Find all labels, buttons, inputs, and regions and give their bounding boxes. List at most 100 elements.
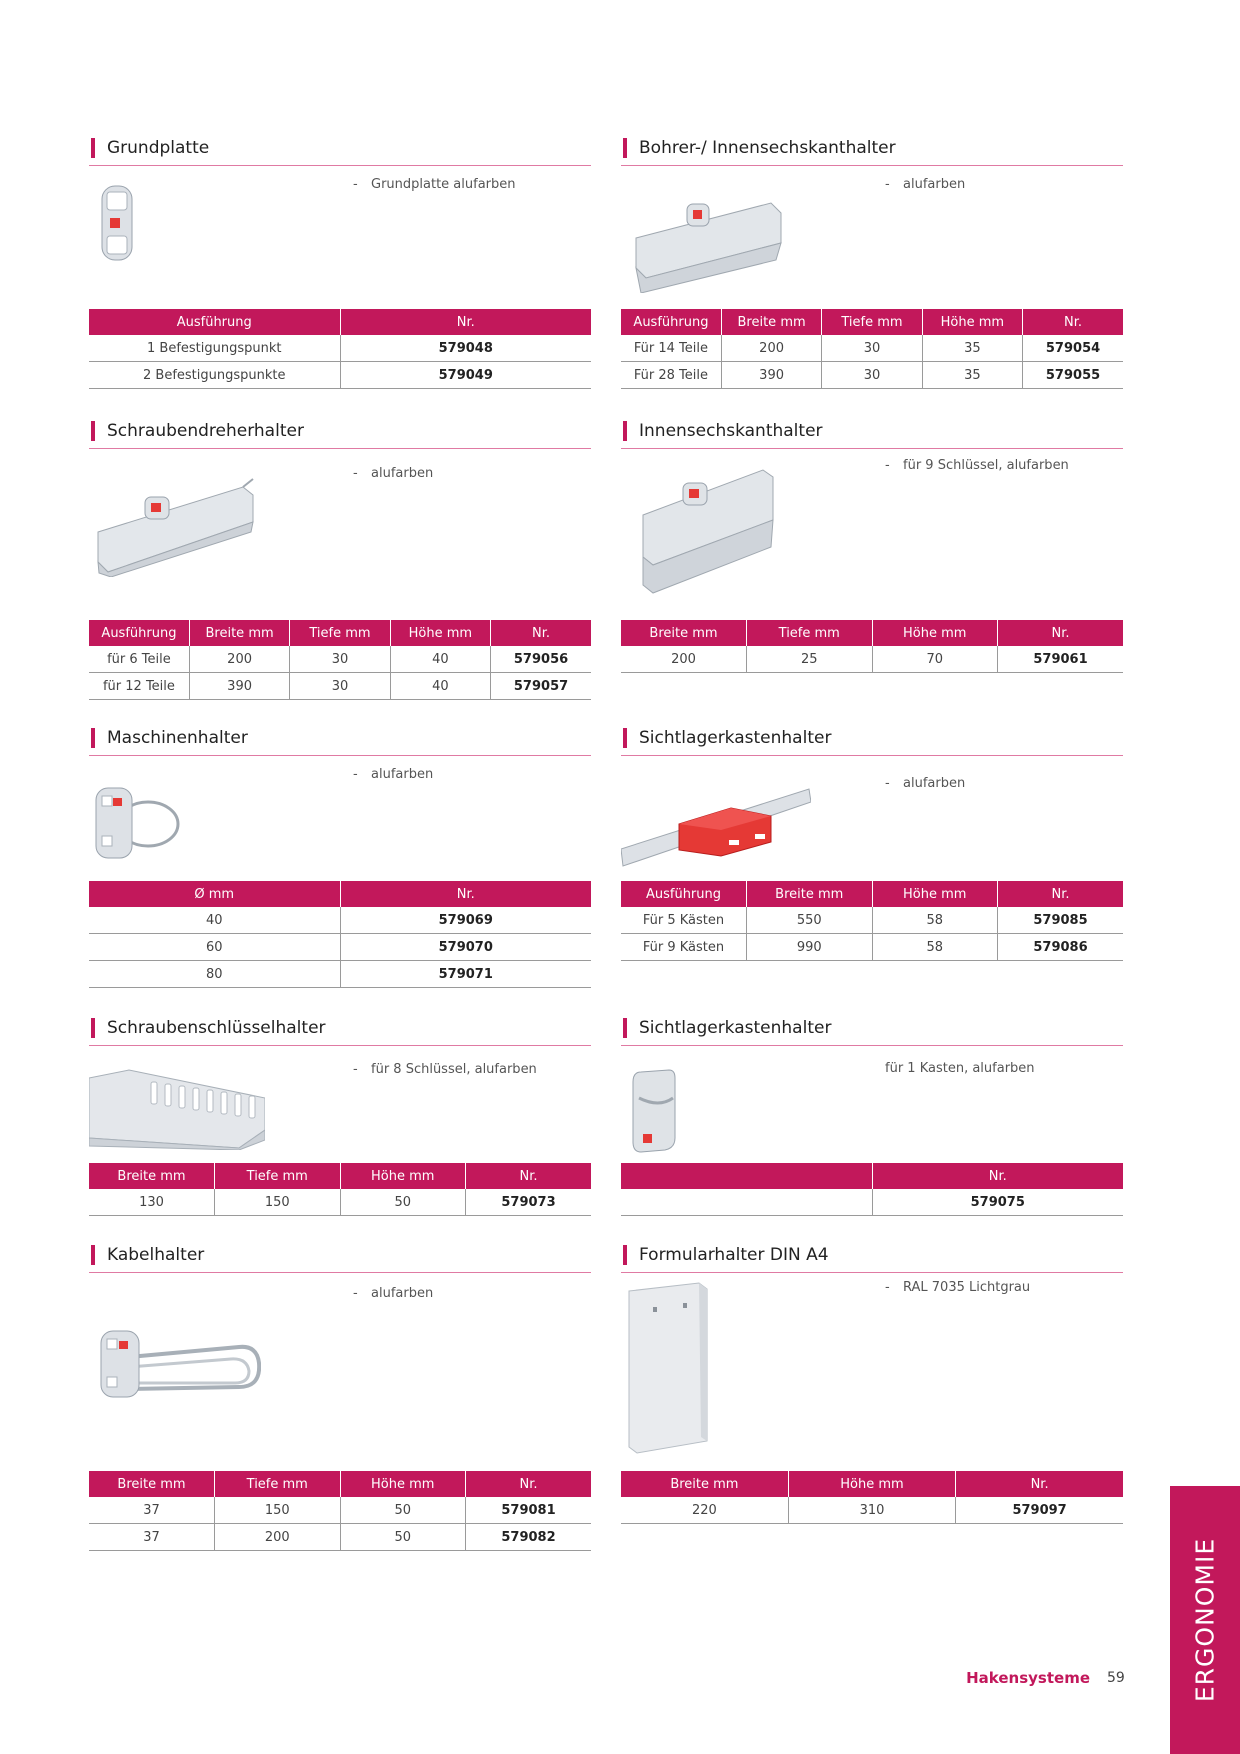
- column-header: Breite mm: [89, 1471, 215, 1497]
- table-row: 37 150 50 579081: [89, 1497, 591, 1524]
- column-header: Nr.: [490, 620, 591, 646]
- footer-chapter-label: Hakensysteme: [966, 1669, 1090, 1687]
- column-header: Nr.: [340, 309, 591, 335]
- table-header-row: Ausführung Breite mm Höhe mm Nr.: [621, 881, 1123, 907]
- section-title: Sichtlagerkastenhalter: [621, 728, 1123, 756]
- section-description: für 1 Kasten, alufarben: [885, 1061, 1035, 1076]
- table-cell: 58: [872, 933, 998, 961]
- table-header-row: Breite mm Höhe mm Nr.: [621, 1471, 1123, 1497]
- table-row: Für 14 Teile 200 30 35 579054: [621, 335, 1123, 362]
- column-header: Ø mm: [89, 881, 341, 907]
- column-header: Tiefe mm: [746, 620, 873, 646]
- column-header: Ausführung: [621, 309, 722, 335]
- table-cell: 37: [89, 1497, 215, 1524]
- table-cell: 150: [214, 1189, 341, 1216]
- chapter-side-tab-label: ERGONOMIE: [1190, 1537, 1220, 1703]
- column-header: Nr.: [1022, 309, 1123, 335]
- table-header-row: Nr.: [621, 1163, 1123, 1189]
- table-header-row: Breite mm Tiefe mm Höhe mm Nr.: [89, 1471, 591, 1497]
- table-cell: 390: [189, 672, 291, 700]
- table-row: 579075: [621, 1189, 1123, 1216]
- table-row: für 12 Teile 390 30 40 579057: [89, 672, 591, 700]
- table-row: 80 579071: [89, 960, 591, 988]
- table-cell: 50: [340, 1189, 466, 1216]
- section-title: Bohrer-/ Innensechskanthalter: [621, 138, 1123, 166]
- article-number: 579082: [465, 1523, 591, 1551]
- table-cell: 200: [721, 335, 823, 362]
- article-number: 579069: [340, 907, 591, 934]
- table-cell: 30: [289, 646, 391, 673]
- column-header: Nr.: [465, 1471, 591, 1497]
- column-header: Breite mm: [746, 881, 873, 907]
- table-cell: 50: [340, 1497, 466, 1524]
- product-image: [632, 1069, 676, 1153]
- product-image: [628, 1282, 708, 1454]
- table-cell: 60: [89, 933, 341, 961]
- table-cell: 310: [788, 1497, 957, 1524]
- spec-table: Ausführung Nr. 1 Befestigungspunkt 57904…: [89, 309, 591, 389]
- section-description: -für 9 Schlüssel, alufarben: [885, 458, 1069, 473]
- table-cell: 200: [214, 1523, 341, 1551]
- article-number: 579097: [955, 1497, 1123, 1524]
- table-cell: 30: [821, 361, 923, 389]
- table-row: 40 579069: [89, 907, 591, 934]
- article-number: 579081: [465, 1497, 591, 1524]
- product-image: [635, 202, 782, 293]
- column-header: Breite mm: [621, 1471, 789, 1497]
- table-row: 2 Befestigungspunkte 579049: [89, 361, 591, 389]
- article-number: 579075: [872, 1189, 1123, 1216]
- table-row: Für 9 Kästen 990 58 579086: [621, 933, 1123, 961]
- article-number: 579061: [997, 646, 1123, 673]
- article-number: 579057: [490, 672, 591, 700]
- table-header-row: Ausführung Nr.: [89, 309, 591, 335]
- spec-table: Nr. 579075: [621, 1163, 1123, 1216]
- column-header: Nr.: [955, 1471, 1123, 1497]
- spec-table: Ausführung Breite mm Tiefe mm Höhe mm Nr…: [89, 620, 591, 700]
- table-cell: 58: [872, 907, 998, 934]
- column-header: Tiefe mm: [214, 1163, 341, 1189]
- column-header: Höhe mm: [872, 620, 998, 646]
- column-header: Höhe mm: [788, 1471, 957, 1497]
- table-cell: 30: [289, 672, 391, 700]
- table-header-row: Ausführung Breite mm Tiefe mm Höhe mm Nr…: [89, 620, 591, 646]
- column-header: Höhe mm: [340, 1471, 466, 1497]
- column-header: Ausführung: [89, 309, 341, 335]
- table-cell: 25: [746, 646, 873, 673]
- section-title: Kabelhalter: [89, 1245, 591, 1273]
- section-title: Innensechskanthalter: [621, 421, 1123, 449]
- article-number: 579073: [465, 1189, 591, 1216]
- table-cell: 390: [721, 361, 823, 389]
- section-description: -alufarben: [885, 177, 966, 192]
- table-cell: 2 Befestigungspunkte: [89, 361, 341, 389]
- article-number: 579056: [490, 646, 591, 673]
- table-cell: 80: [89, 960, 341, 988]
- table-header-row: Breite mm Tiefe mm Höhe mm Nr.: [621, 620, 1123, 646]
- table-cell: Für 14 Teile: [621, 335, 722, 362]
- article-number: 579055: [1022, 361, 1123, 389]
- table-row: 130 150 50 579073: [89, 1189, 591, 1216]
- table-cell: 40: [390, 672, 492, 700]
- column-header: Tiefe mm: [289, 620, 391, 646]
- column-header: Nr.: [872, 1163, 1123, 1189]
- section-title: Maschinenhalter: [89, 728, 591, 756]
- table-header-row: Ø mm Nr.: [89, 881, 591, 907]
- product-image: [100, 1330, 261, 1398]
- table-cell: 35: [922, 335, 1024, 362]
- section-title: Formularhalter DIN A4: [621, 1245, 1123, 1273]
- table-row: 60 579070: [89, 933, 591, 961]
- product-image: [89, 1069, 265, 1150]
- spec-table: Breite mm Tiefe mm Höhe mm Nr. 130 150 5…: [89, 1163, 591, 1216]
- table-cell: 40: [390, 646, 492, 673]
- column-header: Tiefe mm: [214, 1471, 341, 1497]
- table-row: 200 25 70 579061: [621, 646, 1123, 673]
- table-row: 220 310 579097: [621, 1497, 1123, 1524]
- table-cell: 550: [746, 907, 873, 934]
- article-number: 579049: [340, 361, 591, 389]
- table-cell: 70: [872, 646, 998, 673]
- table-cell: für 12 Teile: [89, 672, 190, 700]
- product-image: [101, 185, 133, 261]
- column-header: Höhe mm: [340, 1163, 466, 1189]
- column-header: Höhe mm: [390, 620, 492, 646]
- table-cell: 200: [621, 646, 747, 673]
- article-number: 579054: [1022, 335, 1123, 362]
